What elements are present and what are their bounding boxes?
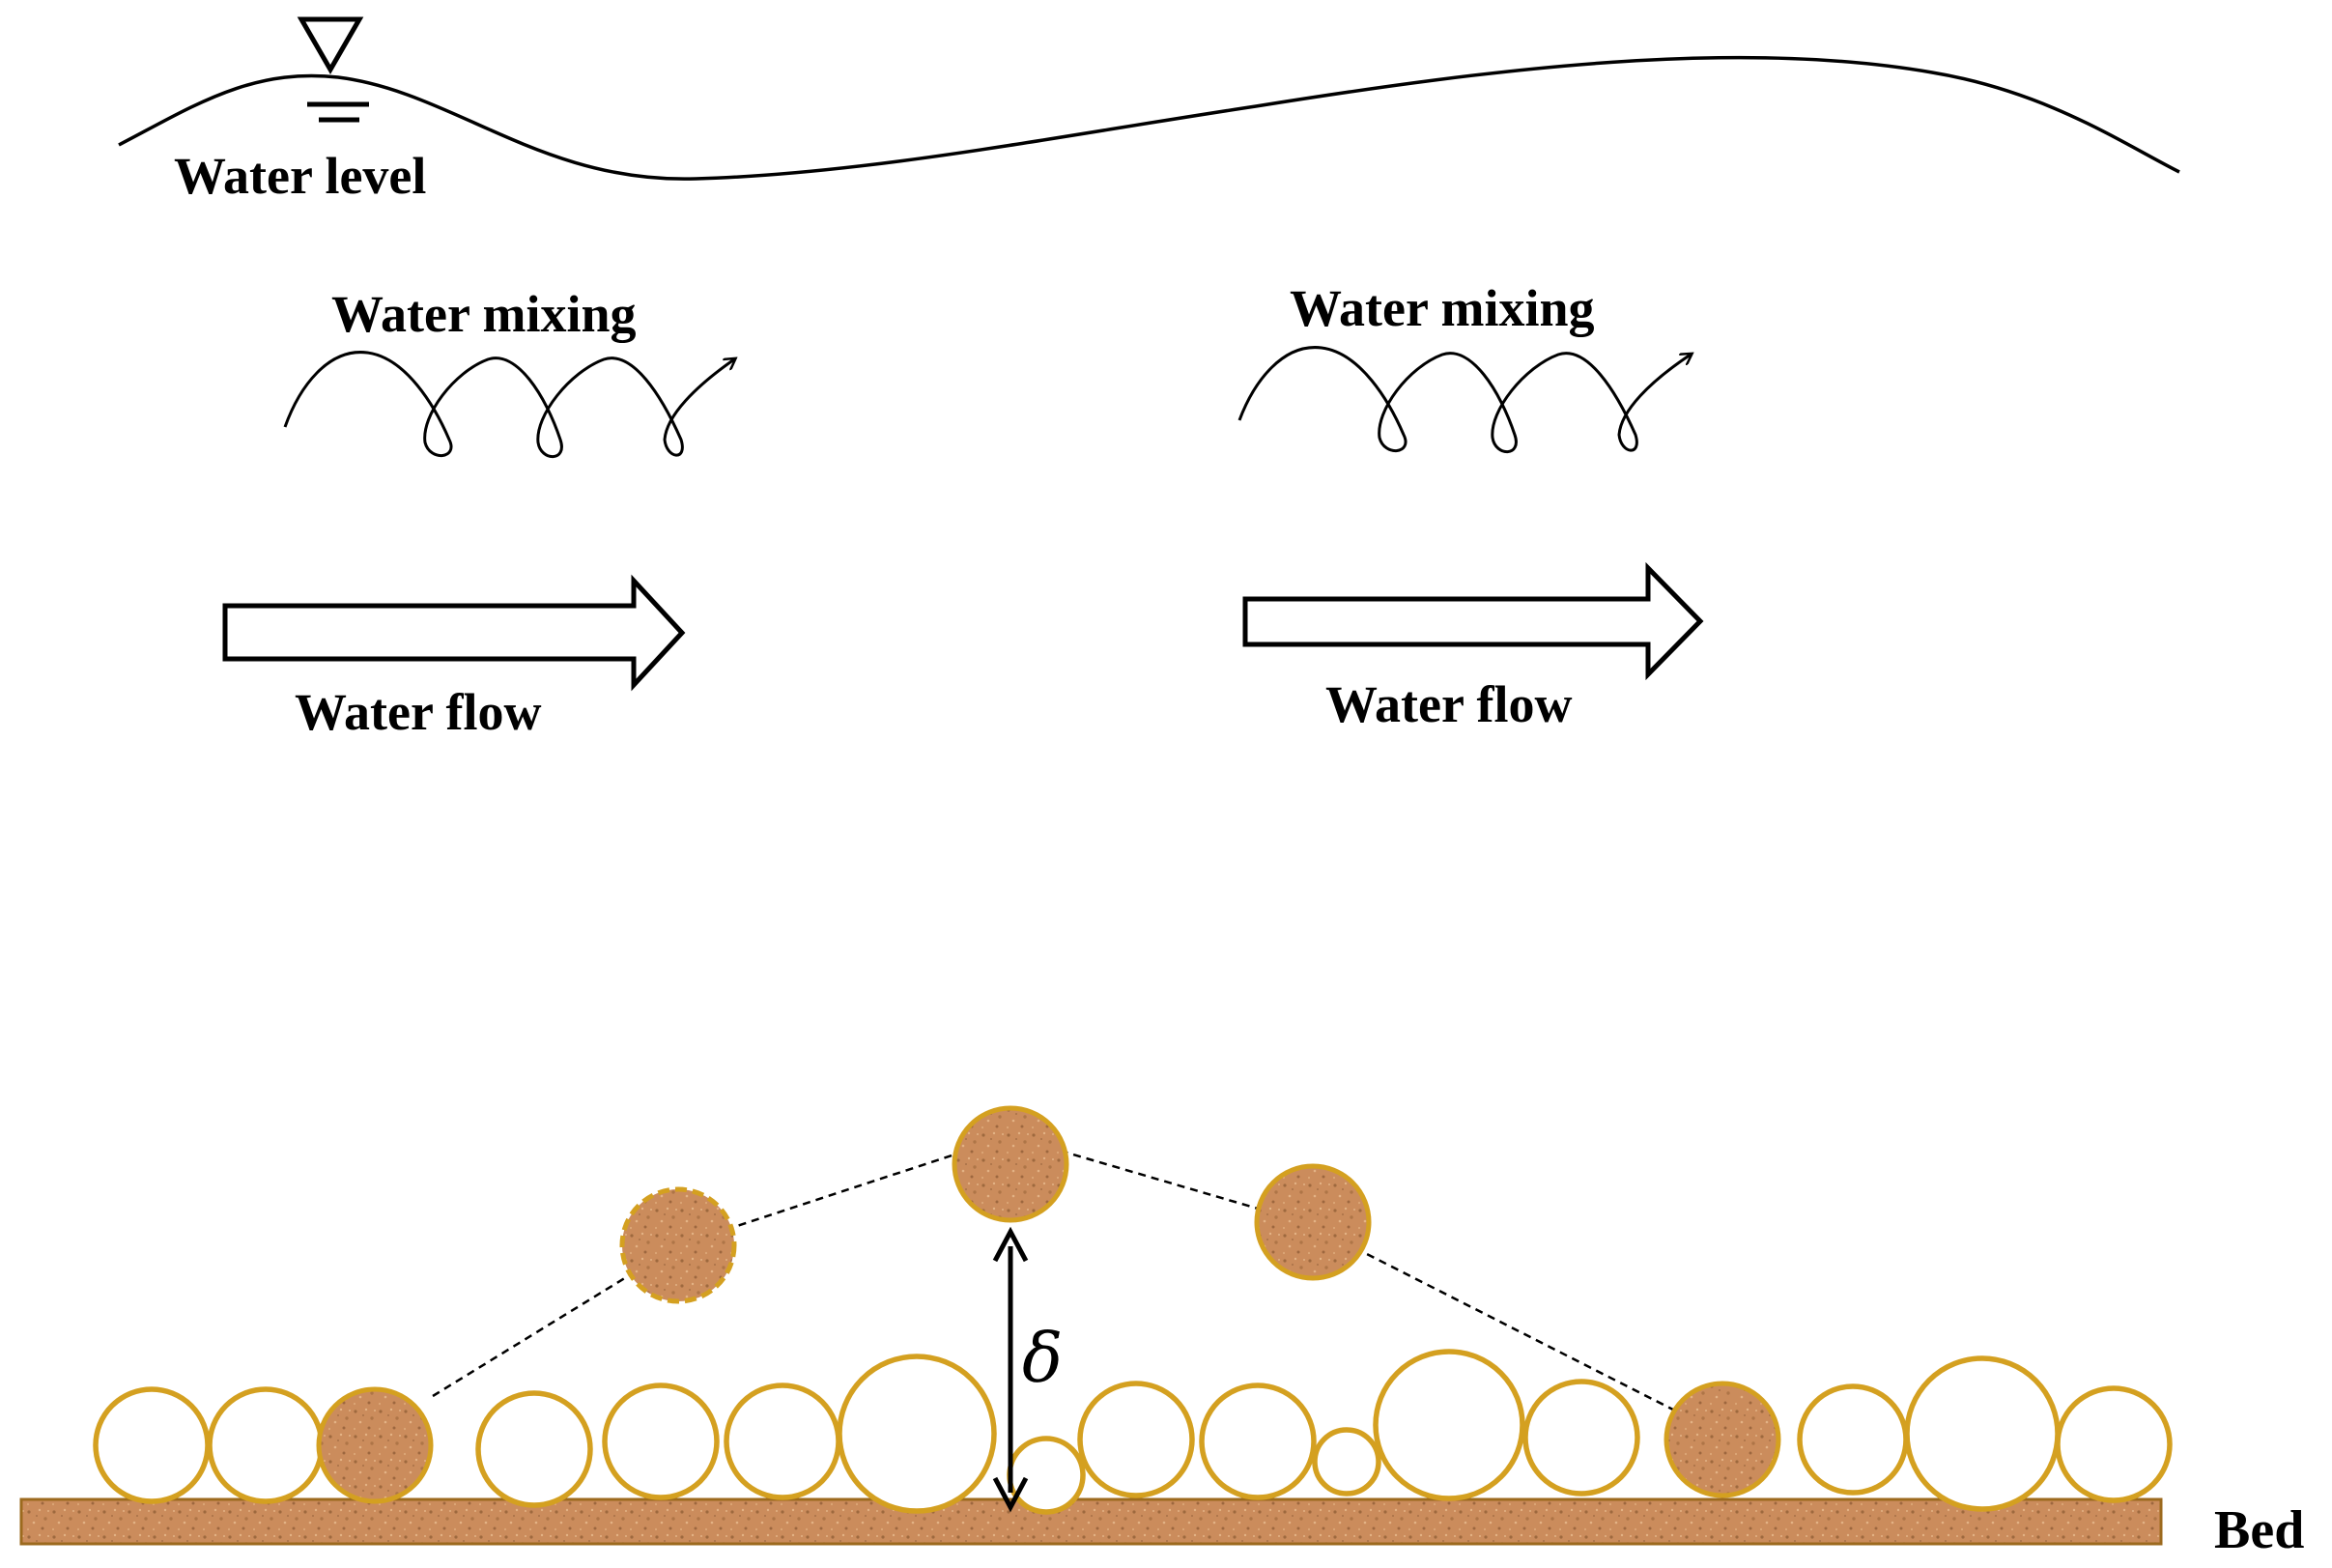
water-surface-line bbox=[118, 55, 2180, 181]
water-flow-label-right: Water flow bbox=[1325, 675, 1572, 733]
bed-grain bbox=[1007, 1436, 1086, 1515]
bed-grain bbox=[2055, 1385, 2173, 1503]
particle-trajectory bbox=[432, 1134, 1723, 1437]
sediment-particle bbox=[952, 1105, 1069, 1223]
bed-grain bbox=[1077, 1381, 1195, 1498]
flow-arrow-icon-left bbox=[222, 574, 686, 692]
water-mixing-label-right: Water mixing bbox=[1290, 279, 1594, 337]
delta-height-arrow bbox=[992, 1226, 1029, 1513]
bed-grain bbox=[1904, 1355, 2061, 1512]
flow-arrow-icon-right bbox=[1242, 561, 1704, 681]
bed-grains bbox=[93, 1349, 2173, 1515]
sediment-particle bbox=[316, 1386, 434, 1504]
water-level-label: Water level bbox=[174, 147, 426, 205]
bed-grain bbox=[1199, 1383, 1317, 1500]
bed-grain bbox=[1312, 1427, 1381, 1497]
bed-grain bbox=[1522, 1379, 1640, 1497]
water-flow-label-left: Water flow bbox=[295, 683, 541, 741]
bed-grain bbox=[207, 1386, 325, 1504]
bed-grain bbox=[475, 1390, 593, 1508]
delta-symbol: δ bbox=[1022, 1319, 1063, 1398]
bed-grain bbox=[724, 1383, 841, 1500]
sediment-particles bbox=[316, 1105, 1781, 1504]
water-mixing-label-left: Water mixing bbox=[331, 285, 636, 343]
bed-grain bbox=[837, 1354, 997, 1514]
bed-grain bbox=[1373, 1349, 1525, 1501]
mixing-swirl-icon-left bbox=[283, 351, 734, 459]
sediment-particle bbox=[1254, 1163, 1372, 1281]
bed-grain bbox=[93, 1386, 211, 1504]
mixing-swirl-icon-right bbox=[1237, 346, 1691, 454]
bed-label: Bed bbox=[2214, 1500, 2304, 1560]
water-level-marker-icon bbox=[297, 16, 369, 123]
bed-grain bbox=[602, 1383, 720, 1500]
sediment-particle bbox=[1664, 1381, 1781, 1498]
sediment-particle bbox=[619, 1186, 737, 1304]
sediment-bed bbox=[19, 1497, 2163, 1546]
bed-grain bbox=[1797, 1383, 1909, 1496]
